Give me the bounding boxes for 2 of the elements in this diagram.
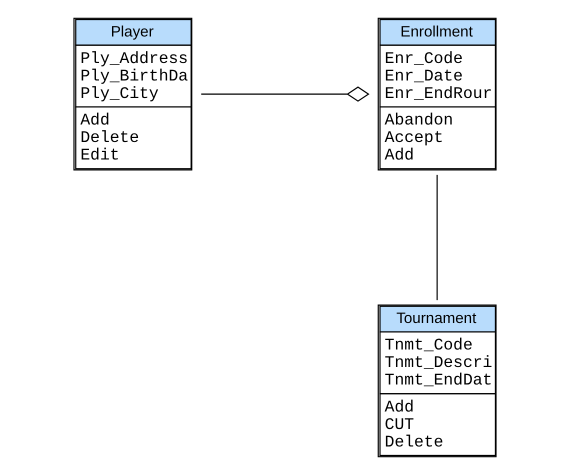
connector [200, 86, 370, 102]
connector [436, 174, 438, 300]
